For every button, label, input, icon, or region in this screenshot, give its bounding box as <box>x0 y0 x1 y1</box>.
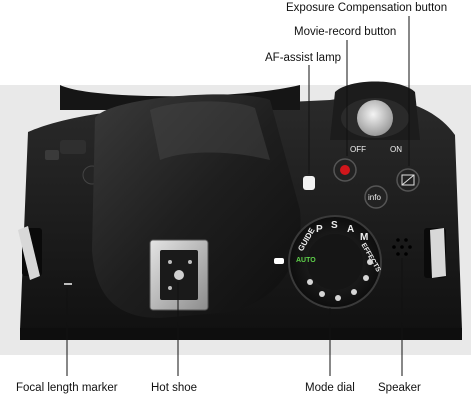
shutter-release-assembly: OFF ON <box>330 81 420 154</box>
dial-scene-icon <box>367 259 373 265</box>
exposure-compensation-button <box>396 168 420 192</box>
side-button <box>45 150 59 160</box>
hot-shoe-contact <box>174 270 184 280</box>
dial-mode-m: M <box>360 232 368 243</box>
leader-lines <box>66 16 410 376</box>
dial-scene-icon <box>319 291 325 297</box>
callout-hot-shoe: Hot shoe <box>151 382 198 394</box>
callout-focal-length-marker: Focal length marker <box>16 382 118 394</box>
dial-scene-icon <box>363 275 369 281</box>
body-bottom-edge <box>20 328 462 340</box>
dial-mode-s: S <box>331 220 338 231</box>
side-button <box>60 140 86 154</box>
dial-mode-p: P <box>316 224 323 235</box>
callout-af-assist: AF-assist lamp <box>265 52 342 64</box>
callout-movie-record: Movie-record button <box>294 26 397 38</box>
dial-scene-icon <box>307 279 313 285</box>
movie-record-button <box>333 158 357 182</box>
prism-highlight <box>150 101 270 160</box>
svg-text:info: info <box>368 193 381 202</box>
dial-scene-icon <box>335 295 341 301</box>
shutter-release-button <box>357 100 393 136</box>
pentaprism-housing <box>92 94 301 318</box>
af-assist-lamp <box>303 176 315 190</box>
callout-mode-dial: Mode dial <box>305 382 355 394</box>
hot-shoe <box>149 239 209 311</box>
dial-scene-icon <box>351 289 357 295</box>
callout-speaker: Speaker <box>378 382 421 394</box>
dial-mode-auto: AUTO <box>296 257 316 264</box>
power-on-label: ON <box>390 145 402 154</box>
power-off-label: OFF <box>350 145 366 154</box>
speaker-grille <box>392 238 412 256</box>
mode-dial: S A M EFFECTS GUIDE AUTO P <box>288 215 382 309</box>
callout-exposure-compensation: Exposure Compensation button <box>286 2 448 14</box>
dial-mode-a: A <box>347 224 354 235</box>
focal-length-marker <box>64 283 72 285</box>
mode-dial-index-mark <box>274 258 284 264</box>
info-button: info <box>364 185 388 209</box>
